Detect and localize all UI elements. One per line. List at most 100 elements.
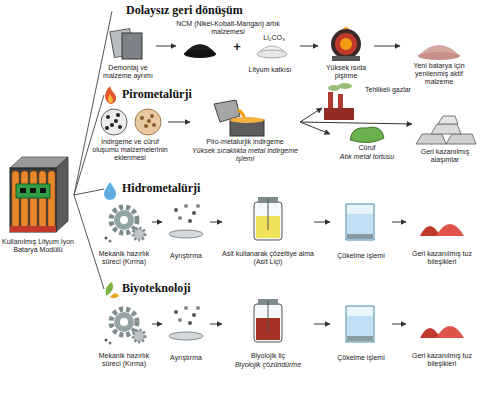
- process-icons: [105, 299, 465, 345]
- battery-illustration: [40, 188, 46, 193]
- flow-arrow: [392, 222, 406, 223]
- branch-line: [74, 189, 104, 195]
- step-caption: İndirgeme ve cüruf oluşumu malzemelerini…: [92, 138, 168, 162]
- fire-icon: [108, 94, 113, 103]
- additive-icons: [118, 125, 122, 129]
- flow-arrow: [300, 122, 412, 124]
- flow-arrow: [300, 108, 322, 122]
- additive-icons: [147, 119, 151, 123]
- step-caption: Cüruf: [330, 144, 404, 152]
- step-caption: Mekanik hazırlık süreci (Kırma): [96, 250, 152, 266]
- process-icons: [192, 211, 196, 215]
- furnace-icon: [331, 29, 361, 59]
- step-caption: Lityum katkısı: [240, 66, 300, 74]
- process-step: Mekanik hazırlık süreci (Kırma): [96, 300, 152, 386]
- additive-icons: [105, 126, 109, 130]
- process-step: Ayrıştırma: [162, 198, 210, 278]
- plus-sign: +: [230, 40, 244, 53]
- process-step: Çökelme işlemi: [330, 300, 392, 386]
- furnace-icon: [332, 56, 360, 61]
- battery-illustration: [21, 171, 28, 229]
- leach-liquids: [268, 199, 269, 230]
- alloy-bars-icon: [446, 134, 476, 144]
- process-step: Ayrıştırma: [162, 300, 210, 386]
- powder-icons: [184, 50, 216, 58]
- process-step: Piro-metalurjik indirgemeYüksek sıcaklık…: [190, 100, 300, 176]
- flow-arrow: [152, 324, 162, 325]
- step-caption: Geri kazanılmış tuz bileşikleri: [406, 352, 478, 368]
- process-icons: [105, 197, 465, 243]
- process-icons: [174, 208, 178, 212]
- battery-illustration: [10, 157, 68, 232]
- battery-illustration: [56, 157, 68, 232]
- battery-illustration: [30, 171, 37, 229]
- process-icons: [120, 216, 128, 224]
- battery-illustration: [12, 171, 19, 229]
- step-caption: Yeni batarya için yenilenmiş aktif malze…: [400, 62, 478, 86]
- step-caption: Çökelme işlemi: [330, 354, 392, 362]
- process-icons: [169, 230, 203, 238]
- process-output: Tehlikeli gazlar: [322, 84, 418, 122]
- step-caption: NCM (Nikel-Kobalt-Mangan) artık malzemes…: [172, 20, 284, 36]
- step-caption: Li₂CO₃: [254, 34, 294, 42]
- step-caption: Biyolojik liç: [222, 352, 314, 360]
- slag-icon: [350, 127, 384, 142]
- factory-icon: [324, 83, 354, 120]
- powder-icons: [257, 50, 287, 58]
- process-icons: [114, 210, 134, 230]
- leach-liquids: [268, 301, 269, 332]
- step-subcaption: Yüksek sıcaklıkta metal indirgeme işlemi: [190, 147, 300, 163]
- flow-arrow: [392, 324, 406, 325]
- section-heading: Pirometalürji: [122, 87, 234, 101]
- process-step: Demontaj ve malzeme ayrımı: [100, 26, 156, 90]
- additive-icons: [114, 119, 118, 123]
- alloy-bars-icon: [438, 116, 458, 124]
- flow-arrow: [156, 46, 176, 47]
- process-icons: [347, 234, 373, 239]
- additive-icons: [106, 115, 110, 119]
- additive-icons: [152, 123, 156, 127]
- furnace-icon: [331, 27, 361, 61]
- step-subcaption: Atık metal tortusu: [330, 153, 404, 161]
- process-output: CürufAtık metal tortusu: [330, 122, 404, 172]
- section-heading: Dolaysız geri dönüşüm: [126, 3, 282, 17]
- branch-line: [74, 11, 112, 195]
- leach-liquids: [256, 199, 280, 340]
- process-step: Biyolojik liçBiyolojik çözündürme: [222, 296, 314, 386]
- branch-line: [74, 95, 104, 195]
- additive-icons: [135, 109, 161, 135]
- step-caption: Yüksek ısıda pişirme: [318, 64, 374, 80]
- step-caption: Demontaj ve malzeme ayrımı: [100, 64, 156, 80]
- battery-illustration: [30, 188, 36, 193]
- process-step: Yüksek ısıda pişirme: [318, 26, 374, 88]
- factory-icon: [338, 83, 352, 89]
- drop-icon: [104, 182, 116, 200]
- method-heading: Dolaysız geri dönüşüm: [112, 2, 282, 20]
- flow-arrow: [300, 122, 330, 134]
- step-subcaption: Biyolojik çözündürme: [222, 361, 314, 369]
- drop-icon: [104, 182, 116, 200]
- additive-icons: [144, 124, 148, 128]
- additive-icons: [116, 113, 120, 117]
- bio-icon: [110, 293, 119, 298]
- flow-arrow: [314, 222, 330, 223]
- process-icons: [188, 219, 192, 223]
- step-caption: Tehlikeli gazlar: [358, 86, 418, 94]
- additive-icons: [101, 109, 127, 135]
- process-icons: [196, 204, 200, 208]
- process-icons: [347, 214, 373, 239]
- process-icons: [133, 228, 145, 240]
- factory-icon: [324, 108, 354, 120]
- step-caption: Mekanik hazırlık süreci (Kırma): [96, 352, 152, 368]
- section-heading: Hidrometalürji: [122, 181, 234, 195]
- battery-illustration: [16, 184, 50, 198]
- alloy-bars-icon: [431, 124, 461, 134]
- furnace-icon: [335, 33, 357, 55]
- fire-icon: [105, 86, 116, 104]
- flow-arrow: [210, 222, 222, 223]
- process-step: Asit kullanarak çözeltiye alma (Asit Liç…: [222, 194, 314, 278]
- process-step: Geri kazanılmış tuz bileşikleri: [406, 198, 478, 278]
